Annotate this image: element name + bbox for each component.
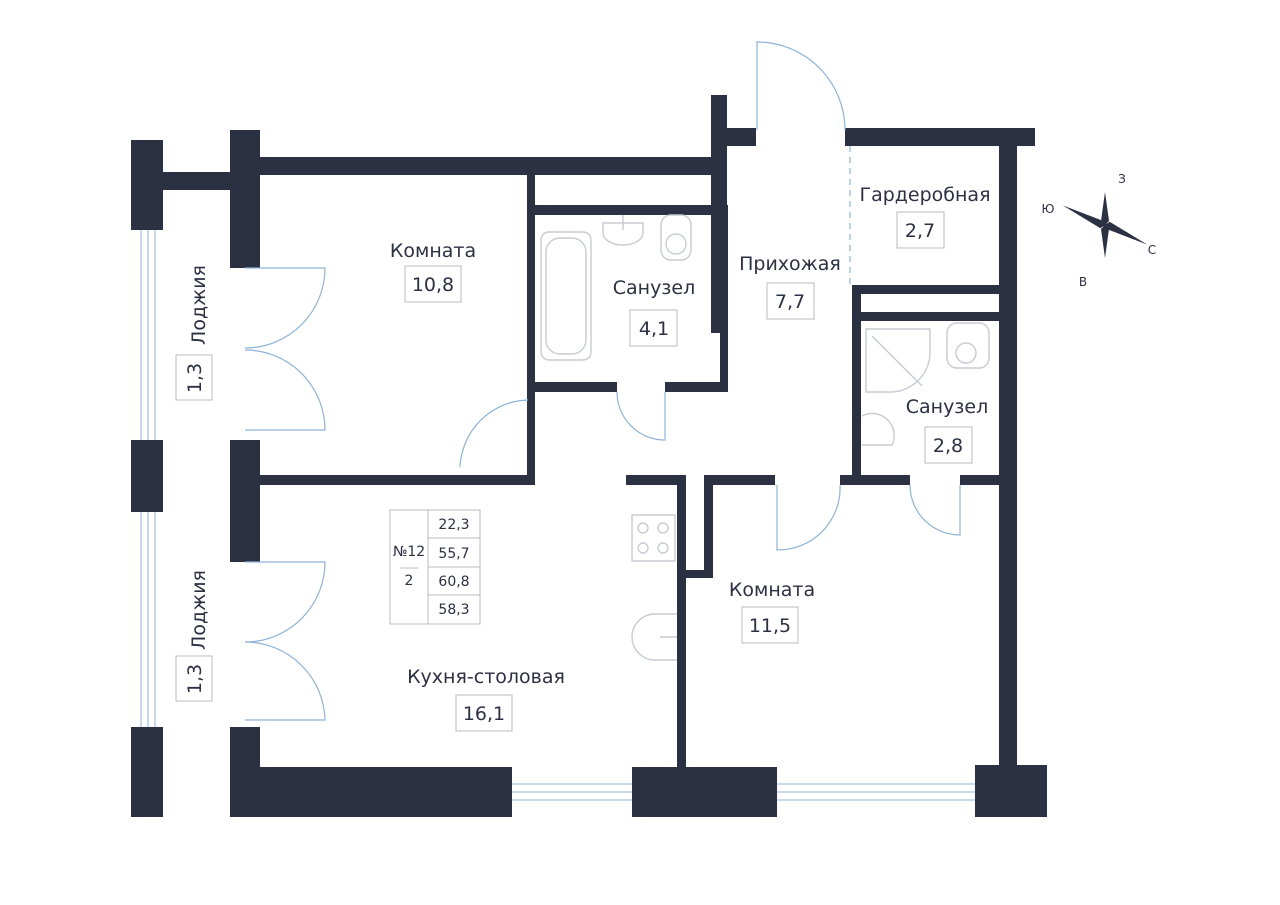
fixtures: [540, 214, 990, 661]
apartment-area-living: 22,3: [438, 517, 469, 533]
compass-rose-icon: [1062, 192, 1148, 258]
hall-area: 7,7: [775, 291, 805, 313]
compass: З С В Ю: [1042, 172, 1157, 289]
room-bath2: Санузел 2,8: [906, 396, 989, 464]
bath2-area: 2,8: [933, 435, 963, 457]
apartment-area-reduced: 58,3: [438, 602, 469, 618]
bath1-name: Санузел: [613, 277, 696, 299]
room1-area: 10,8: [412, 274, 454, 296]
apartment-info: №12 2 22,3 55,7 60,8 58,3: [389, 509, 481, 625]
room2-name: Комната: [729, 579, 815, 601]
room-bath1: Санузел 4,1: [613, 277, 696, 347]
room-room2: Комната 11,5: [729, 579, 815, 644]
loggia1-name: Лоджия: [188, 265, 210, 345]
bath2-name: Санузел: [906, 396, 989, 418]
room-room1: Комната 10,8: [390, 240, 476, 303]
room2-area: 11,5: [749, 615, 791, 637]
kitchen-name: Кухня-столовая: [407, 666, 565, 688]
apartment-area-total: 55,7: [438, 546, 469, 562]
apartment-area-with-loggia: 60,8: [438, 574, 469, 590]
hall-name: Прихожая: [739, 253, 841, 275]
windows: [140, 230, 975, 801]
wardrobe-name: Гардеробная: [859, 184, 990, 206]
bath1-area: 4,1: [639, 318, 669, 340]
compass-west: Ю: [1042, 202, 1055, 216]
room-wardrobe: Гардеробная 2,7: [859, 184, 991, 249]
compass-east: С: [1148, 243, 1156, 257]
room-loggia1: Лоджия 1,3: [175, 265, 213, 401]
wardrobe-area: 2,7: [905, 220, 935, 242]
room-loggia2: Лоджия 1,3: [175, 570, 213, 702]
loggia2-area: 1,3: [184, 664, 206, 694]
apartment-rooms: 2: [405, 573, 414, 589]
loggia2-name: Лоджия: [188, 570, 210, 650]
loggia1-area: 1,3: [184, 363, 206, 393]
kitchen-area: 16,1: [463, 703, 505, 725]
walls: [131, 95, 1047, 817]
room-kitchen: Кухня-столовая 16,1: [407, 666, 565, 732]
doors: [244, 41, 961, 721]
compass-south: В: [1079, 275, 1087, 289]
compass-north: З: [1118, 172, 1126, 186]
room-hall: Прихожая 7,7: [739, 253, 841, 320]
apartment-number: №12: [393, 544, 425, 560]
room1-name: Комната: [390, 240, 476, 262]
